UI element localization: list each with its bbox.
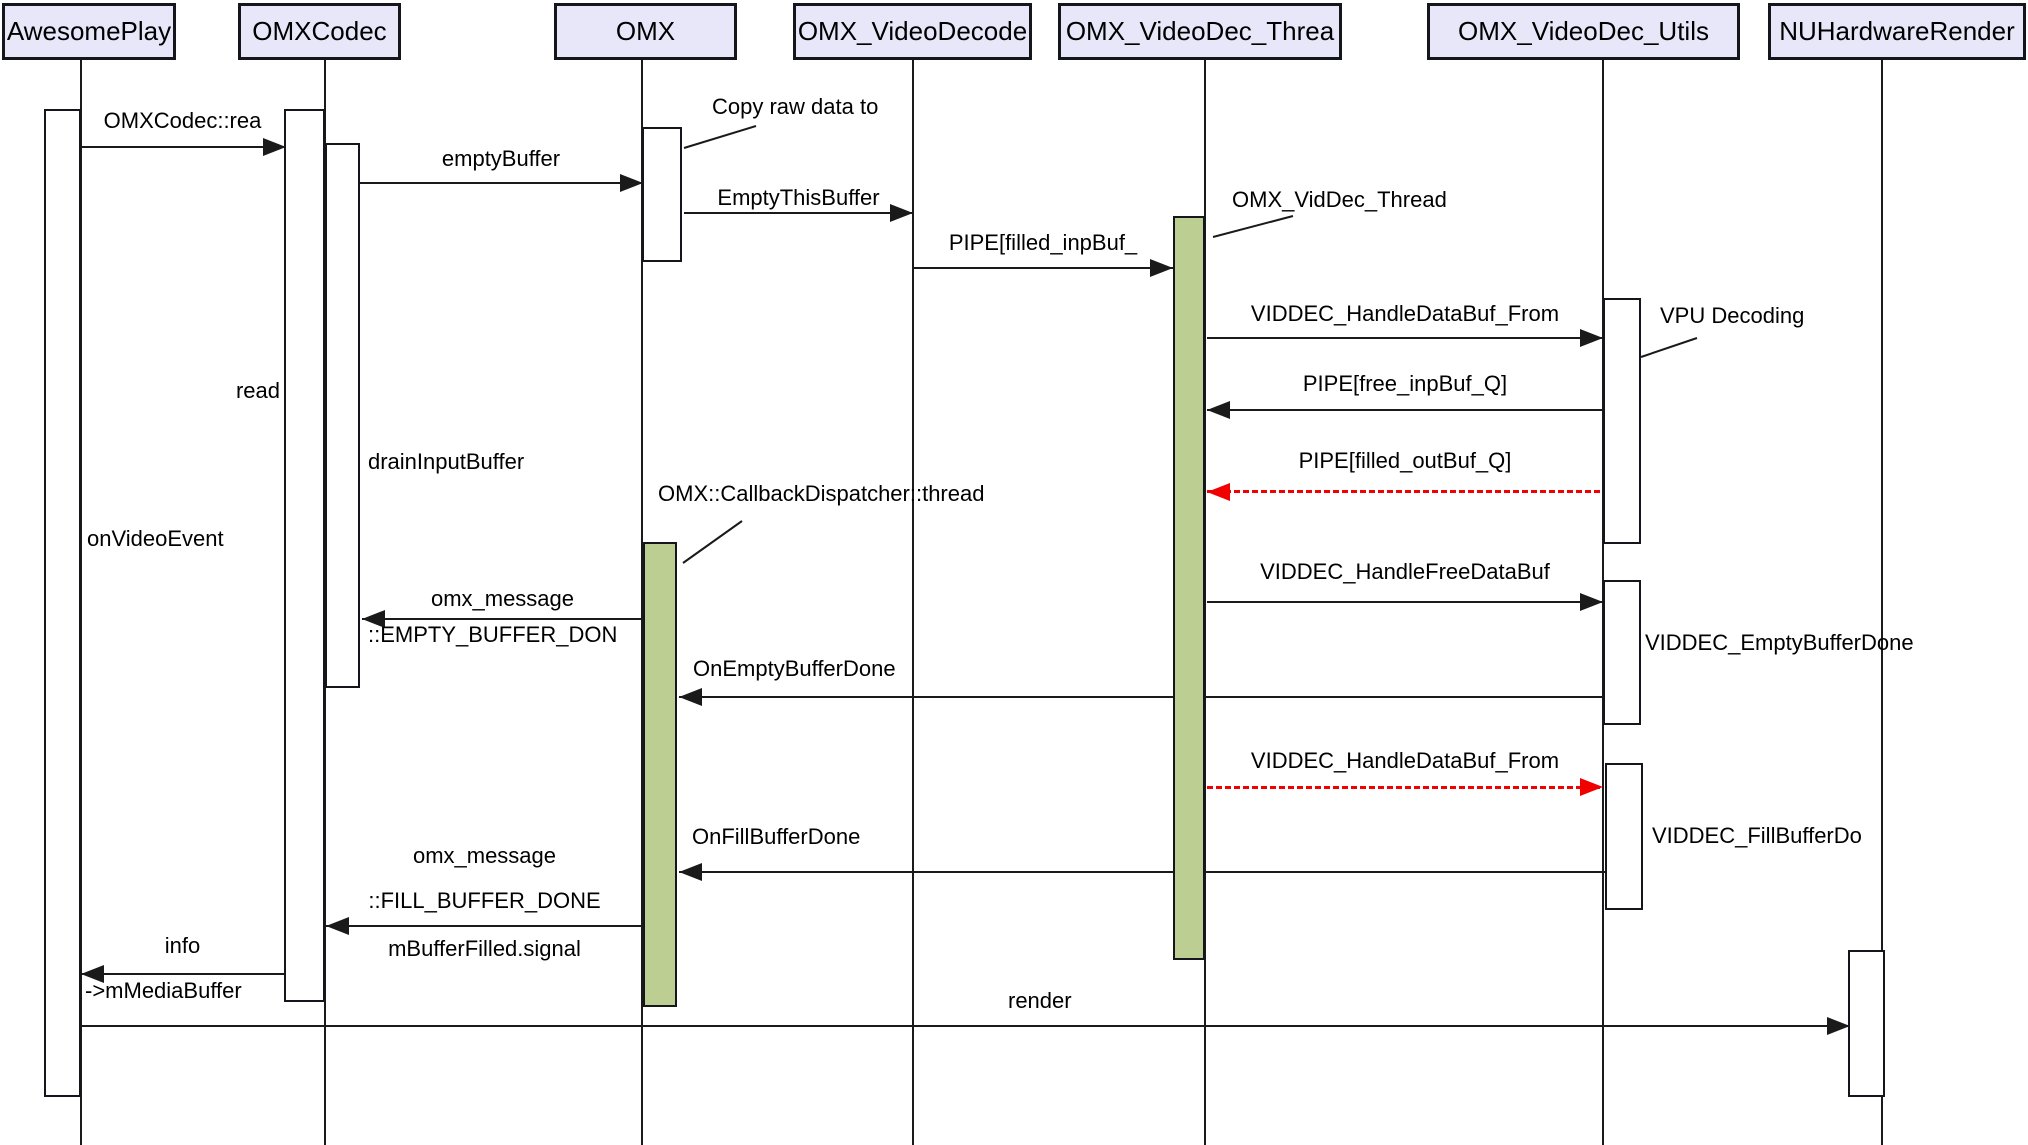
arrowhead-pipe-free-inpbuf bbox=[1207, 401, 1230, 419]
message-line-omx-message-fill bbox=[326, 925, 643, 927]
activation-bar-omxcodec-1 bbox=[284, 109, 325, 1002]
message-label-render: render bbox=[1008, 988, 1072, 1013]
arrowhead-emptythisbuffer bbox=[890, 204, 913, 222]
participant-label: OMX_VideoDec_Utils bbox=[1458, 16, 1709, 46]
annotation-omx-viddec-thread: OMX_VidDec_Thread bbox=[1232, 187, 1447, 212]
activation-bar-utils-emptybufferdone bbox=[1603, 580, 1641, 725]
message-label-read: read bbox=[235, 378, 280, 403]
message-line-pipe-filled-inpbuf bbox=[913, 267, 1173, 269]
annotation-callback-dispatcher: OMX::CallbackDispatcher::thread bbox=[658, 481, 985, 506]
message-line-viddec-handledatabuf-1 bbox=[1207, 337, 1603, 339]
message-label-info: info bbox=[164, 933, 201, 958]
message-label-onemptybufferdone: OnEmptyBufferDone bbox=[693, 656, 896, 681]
message-line-viddec-handlefreedatabuf bbox=[1207, 601, 1603, 603]
activation-bar-omxcodec-2 bbox=[325, 143, 360, 688]
message-line-render bbox=[81, 1025, 1848, 1027]
arrowhead-onfillbufferdone bbox=[679, 863, 702, 881]
participant-omx-videodec-utils: OMX_VideoDec_Utils bbox=[1427, 3, 1740, 60]
arrowhead-onemptybufferdone bbox=[679, 688, 702, 706]
arrowhead-omxcodec-read bbox=[263, 138, 286, 156]
participant-nuhardwarerender: NUHardwareRender bbox=[1768, 3, 2026, 60]
participant-omx: OMX bbox=[554, 3, 737, 60]
message-line-emptybuffer bbox=[360, 182, 642, 184]
participant-omxcodec: OMXCodec bbox=[238, 3, 401, 60]
lifeline-awesomeplay bbox=[80, 58, 82, 1145]
message-label-pipe-filled-outbuf: PIPE[filled_outBuf_Q] bbox=[1298, 448, 1512, 473]
connector-vpu-decoding bbox=[1640, 337, 1698, 358]
message-label-omxcodec-read: OMXCodec::rea bbox=[103, 108, 262, 133]
participant-label: OMX_VideoDec_Threa bbox=[1065, 16, 1335, 46]
participant-omx-videodecode: OMX_VideoDecode bbox=[793, 3, 1032, 60]
activation-bar-utils-fillbufferdone bbox=[1605, 763, 1643, 910]
message-line-onemptybufferdone bbox=[679, 696, 1603, 698]
activation-bar-utils-vpu-decoding bbox=[1603, 298, 1641, 544]
arrowhead-render bbox=[1827, 1017, 1850, 1035]
lifeline-omx bbox=[641, 58, 643, 1145]
arrowhead-emptybuffer bbox=[620, 174, 643, 192]
message-label-fill-buffer-done: ::FILL_BUFFER_DONE bbox=[368, 888, 601, 913]
annotation-copy-raw-data: Copy raw data to bbox=[712, 94, 879, 119]
connector-copy-raw-data bbox=[683, 125, 757, 149]
connector-callback-dispatcher bbox=[682, 520, 743, 564]
activation-bar-viddec-thread bbox=[1173, 216, 1205, 960]
message-label-viddec-handlefreedatabuf: VIDDEC_HandleFreeDataBuf bbox=[1260, 559, 1550, 584]
participant-awesomeplay: AwesomePlay bbox=[2, 3, 176, 60]
lifeline-nuhardwarerender bbox=[1881, 58, 1883, 1145]
arrowhead-omx-message-fill bbox=[326, 917, 349, 935]
message-label-mmediabuffer: ->mMediaBuffer bbox=[85, 978, 242, 1003]
activation-bar-nuhardwarerender bbox=[1848, 950, 1885, 1097]
arrowhead-pipe-filled-outbuf-red bbox=[1207, 483, 1230, 501]
message-label-viddec-handledatabuf-1: VIDDEC_HandleDataBuf_From bbox=[1250, 301, 1560, 326]
participant-label: OMX bbox=[615, 16, 676, 46]
message-line-emptythisbuffer bbox=[684, 212, 913, 214]
arrowhead-pipe-filled-inpbuf bbox=[1150, 259, 1173, 277]
message-line-pipe-filled-outbuf-red bbox=[1207, 490, 1600, 493]
message-label-omx-message-empty: omx_message bbox=[430, 586, 575, 611]
arrowhead-viddec-handlefreedatabuf bbox=[1580, 593, 1603, 611]
message-line-pipe-free-inpbuf bbox=[1207, 409, 1603, 411]
message-label-draininputbuffer: drainInputBuffer bbox=[368, 449, 525, 474]
message-label-onvideoevent: onVideoEvent bbox=[87, 526, 224, 551]
message-label-pipe-filled-inpbuf: PIPE[filled_inpBuf_ bbox=[948, 230, 1138, 255]
connector-omx-viddec-thread bbox=[1212, 215, 1294, 238]
arrowhead-viddec-handledatabuf-2-red bbox=[1580, 778, 1603, 796]
arrowhead-info bbox=[81, 965, 104, 983]
message-line-omxcodec-read bbox=[81, 146, 284, 148]
participant-label: NUHardwareRender bbox=[1779, 16, 2015, 46]
activation-bar-omx-copy bbox=[642, 127, 682, 262]
participant-omx-videodec-threa: OMX_VideoDec_Threa bbox=[1058, 3, 1342, 60]
activation-bar-awesomeplay bbox=[44, 109, 81, 1097]
arrowhead-viddec-handledatabuf-1 bbox=[1580, 329, 1603, 347]
message-line-onfillbufferdone bbox=[679, 871, 1605, 873]
message-label-omx-message-fill: omx_message bbox=[412, 843, 557, 868]
arrowhead-omx-message-empty bbox=[362, 610, 385, 628]
message-label-empty-buffer-done: ::EMPTY_BUFFER_DON bbox=[368, 622, 618, 647]
message-line-viddec-handledatabuf-2-red bbox=[1207, 786, 1600, 789]
message-label-viddec-handledatabuf-2: VIDDEC_HandleDataBuf_From bbox=[1250, 748, 1560, 773]
lifeline-omx-videodecode bbox=[912, 58, 914, 1145]
message-line-info bbox=[81, 973, 284, 975]
message-line-omx-message-empty bbox=[362, 618, 643, 620]
message-label-pipe-free-inpbuf: PIPE[free_inpBuf_Q] bbox=[1302, 371, 1508, 396]
participant-label: OMXCodec bbox=[252, 16, 387, 46]
participant-label: AwesomePlay bbox=[6, 16, 172, 46]
message-label-emptythisbuffer: EmptyThisBuffer bbox=[717, 185, 880, 210]
annotation-vpu-decoding: VPU Decoding bbox=[1660, 303, 1805, 328]
annotation-viddec-fill-buffer-do: VIDDEC_FillBufferDo bbox=[1652, 823, 1862, 848]
participant-label: OMX_VideoDecode bbox=[797, 16, 1028, 46]
annotation-viddec-empty-buffer-done: VIDDEC_EmptyBufferDone bbox=[1645, 630, 1914, 655]
message-label-mbufferfilled-signal: mBufferFilled.signal bbox=[388, 936, 581, 961]
message-label-emptybuffer: emptyBuffer bbox=[441, 146, 561, 171]
message-label-onfillbufferdone: OnFillBufferDone bbox=[692, 824, 861, 849]
lifeline-omx-videodec-threa bbox=[1204, 58, 1206, 1145]
activation-bar-omx-callback-dispatcher bbox=[643, 542, 677, 1007]
